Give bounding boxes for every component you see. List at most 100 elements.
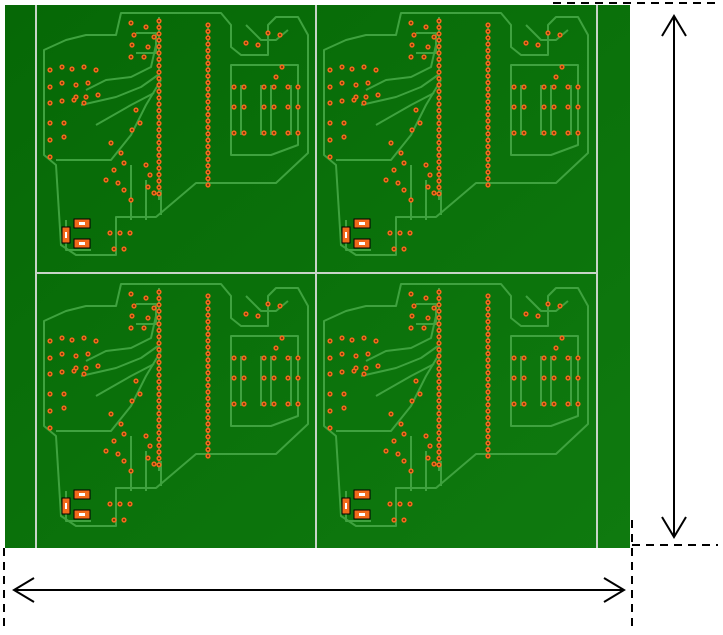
solder-pad-hole: [158, 367, 160, 370]
pcb-panel-3: [43, 283, 309, 527]
solder-pad-hole: [233, 86, 235, 88]
solder-pad-hole: [438, 399, 440, 402]
solder-pad-hole: [145, 297, 147, 299]
solder-pad-hole: [438, 154, 440, 157]
solder-pad-hole: [61, 100, 63, 102]
solder-pad-hole: [207, 403, 209, 406]
solder-pad-hole: [281, 66, 283, 68]
solder-pad-hole: [365, 367, 367, 369]
solder-pad-hole: [487, 171, 489, 174]
solder-pad-hole: [363, 102, 365, 104]
solder-pad-hole: [367, 353, 369, 355]
component-marking: [79, 242, 85, 245]
solder-pad-hole: [73, 370, 75, 372]
signal-trace: [56, 79, 162, 161]
solder-pad-hole: [130, 199, 132, 201]
solder-pad-hole: [207, 416, 209, 419]
solder-pad-hole: [410, 56, 412, 58]
signal-trace: [365, 315, 437, 362]
solder-pad-hole: [487, 145, 489, 148]
solder-pad-hole: [487, 113, 489, 116]
solder-pad-hole: [158, 399, 160, 402]
solder-pad-hole: [207, 120, 209, 122]
solder-pad-hole: [120, 152, 122, 154]
pcb-panel-1: [43, 12, 309, 256]
component-marking: [79, 222, 85, 225]
solder-pad-hole: [207, 320, 209, 323]
solder-pad-hole: [158, 444, 160, 447]
solder-pad-hole: [85, 367, 87, 369]
solder-pad-hole: [130, 470, 132, 472]
solder-pad-hole: [341, 337, 343, 339]
solder-pad-hole: [158, 355, 160, 357]
solder-pad-hole: [281, 337, 283, 339]
solder-pad-hole: [207, 184, 209, 186]
solder-pad-hole: [207, 301, 209, 304]
solder-pad-hole: [49, 86, 51, 88]
solder-pad-hole: [158, 374, 160, 377]
solder-pad-hole: [158, 438, 160, 441]
signal-trace: [95, 92, 155, 126]
signal-trace: [360, 345, 439, 377]
solder-pad-hole: [73, 99, 75, 101]
solder-pad-hole: [158, 291, 160, 293]
solder-pad-hole: [207, 339, 209, 342]
solder-pad-hole: [158, 71, 160, 74]
solder-pad-hole: [561, 66, 563, 68]
solder-pad-hole: [438, 310, 440, 313]
solder-pad-hole: [297, 403, 299, 405]
solder-pad-hole: [523, 106, 525, 108]
dimension-guides: [3, 2, 718, 632]
solder-pad-hole: [487, 397, 489, 400]
solder-pad-hole: [487, 384, 489, 387]
solder-pad-hole: [425, 26, 427, 28]
solder-pad-hole: [233, 357, 235, 359]
solder-pad-hole: [329, 393, 331, 395]
solder-pad-hole: [207, 410, 209, 413]
solder-pad-hole: [149, 445, 151, 447]
signal-trace: [520, 356, 572, 406]
solder-pad-hole: [433, 307, 435, 309]
solder-pad-hole: [158, 342, 160, 345]
solder-pad-hole: [393, 440, 395, 442]
solder-pad-hole: [487, 314, 489, 317]
solder-pad-hole: [567, 106, 569, 108]
solder-pad-hole: [119, 503, 121, 505]
solder-pad-hole: [143, 56, 145, 58]
solder-pad-hole: [438, 192, 440, 195]
solder-pad-hole: [415, 380, 417, 382]
solder-pad-hole: [403, 189, 405, 191]
solder-pad-hole: [400, 423, 402, 425]
solder-pad-hole: [353, 370, 355, 372]
solder-pad-hole: [377, 365, 379, 367]
solder-pad-hole: [375, 69, 377, 71]
solder-pad-hole: [158, 96, 160, 99]
solder-pad-hole: [83, 373, 85, 375]
solder-pad-hole: [233, 132, 235, 134]
signal-trace: [375, 92, 435, 126]
solder-pad-hole: [438, 84, 440, 86]
solder-pad-hole: [399, 503, 401, 505]
pcb-panel-2: [323, 12, 589, 256]
solder-pad-hole: [83, 337, 85, 339]
solder-pad-hole: [158, 173, 160, 176]
solder-pad-hole: [487, 423, 489, 425]
solder-pad-hole: [487, 81, 489, 84]
solder-pad-hole: [158, 20, 160, 22]
solder-pad-hole: [71, 339, 73, 341]
solder-pad-hole: [433, 463, 435, 465]
solder-pad-hole: [243, 403, 245, 405]
solder-pad-hole: [487, 378, 489, 381]
component-marking: [345, 232, 347, 238]
solder-pad-hole: [438, 141, 440, 144]
solder-pad-hole: [158, 26, 160, 29]
solder-pad-hole: [207, 359, 209, 361]
solder-pad-hole: [113, 519, 115, 521]
solder-pad-hole: [233, 106, 235, 108]
solder-pad-hole: [555, 76, 557, 78]
solder-pad-hole: [363, 373, 365, 375]
solder-pad-hole: [130, 56, 132, 58]
solder-pad-hole: [273, 106, 275, 108]
solder-pad-hole: [393, 169, 395, 171]
solder-pad-hole: [158, 77, 160, 80]
